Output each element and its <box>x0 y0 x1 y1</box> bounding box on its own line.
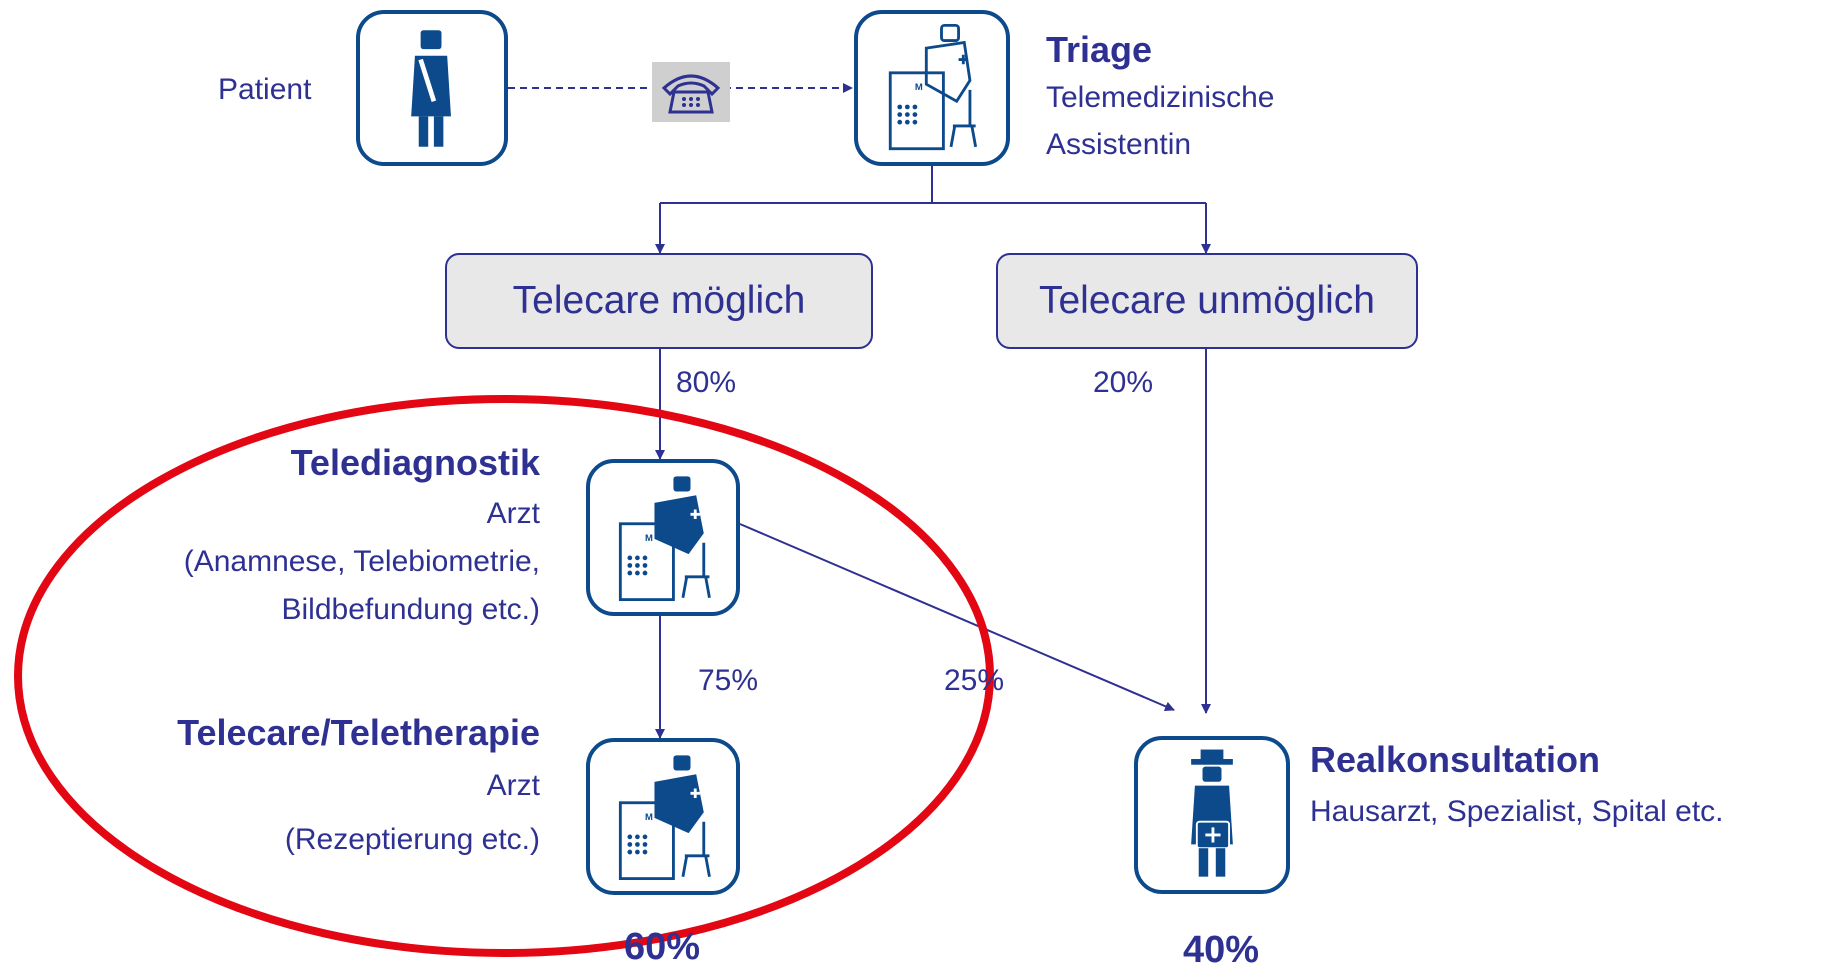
telediagnostik-doctor-icon: M <box>586 459 740 616</box>
realkonsultation-title: Realkonsultation <box>1310 739 1601 780</box>
triage-role-line1: Telemedizinische <box>1046 81 1275 114</box>
realkonsultation-line1: Hausarzt, Spezialist, Spital etc. <box>1310 795 1724 828</box>
total-left-percent: 60% <box>624 926 701 968</box>
telediagnostik-title: Telediagnostik <box>290 442 540 483</box>
telecare-impossible-box: Telecare unmöglich <box>996 253 1418 349</box>
percent-80: 80% <box>676 366 737 399</box>
teletherapie-line1: Arzt <box>486 769 540 802</box>
triage-role-line2: Assistentin <box>1046 128 1192 161</box>
patient-icon <box>356 10 508 166</box>
total-right-percent: 40% <box>1183 929 1260 971</box>
svg-text:M: M <box>645 812 653 823</box>
percent-75: 75% <box>698 664 759 697</box>
percent-20: 20% <box>1093 366 1154 399</box>
telediagnostik-line2: (Anamnese, Telebiometrie, <box>183 545 540 578</box>
triage-title: Triage <box>1046 29 1153 70</box>
triage-doctor-desk-icon: M <box>854 10 1010 166</box>
percent-25: 25% <box>944 664 1005 697</box>
svg-text:M: M <box>915 82 923 93</box>
telephone-icon <box>652 62 730 122</box>
telediagnostik-line3: Bildbefundung etc.) <box>281 593 540 626</box>
telecare-possible-box: Telecare möglich <box>445 253 873 349</box>
telediagnostik-line1: Arzt <box>486 497 540 530</box>
highlight-ellipse <box>14 395 994 957</box>
teletherapie-line2: (Rezeptierung etc.) <box>284 823 540 856</box>
teletherapie-doctor-icon: M <box>586 738 740 895</box>
realkonsultation-doctor-bag-icon <box>1134 736 1290 894</box>
svg-text:M: M <box>645 533 653 544</box>
patient-label: Patient <box>218 73 312 106</box>
teletherapie-title: Telecare/Teletherapie <box>177 712 540 753</box>
telediagnostik-to-real-arrow <box>739 523 1175 712</box>
